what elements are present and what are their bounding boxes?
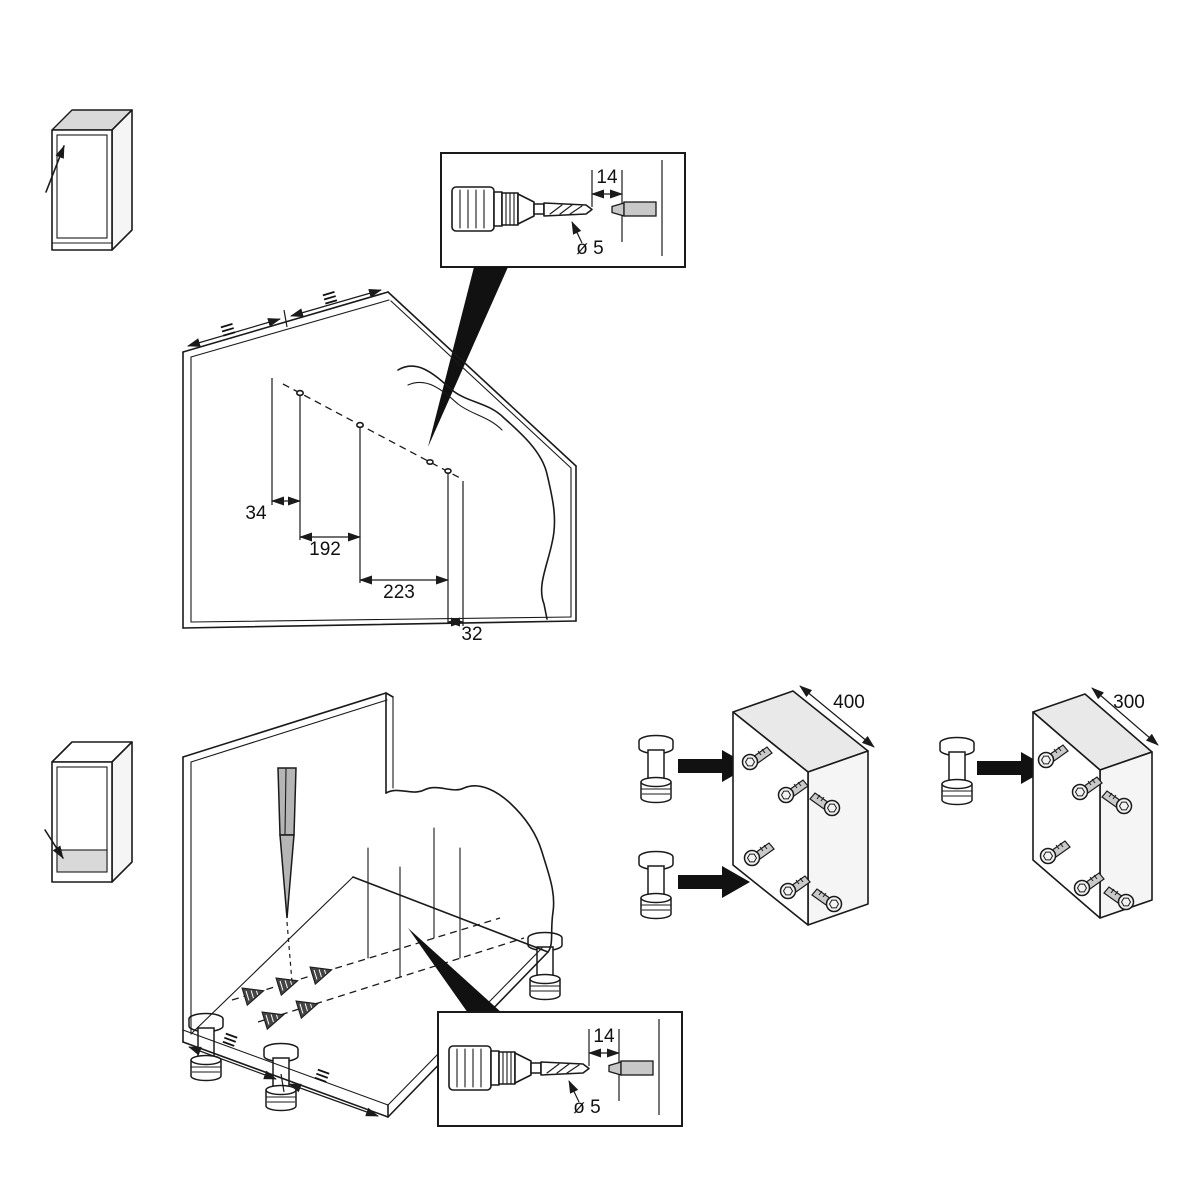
width-dimension-line-400	[799, 685, 875, 748]
drill-depth-callout-top: 14 ø 5	[440, 152, 686, 268]
dimension-label-223: 223	[383, 582, 415, 603]
cabinet-side-face	[111, 109, 133, 251]
depth-dimension-label: 14	[596, 167, 618, 188]
cabinet-bottom-view-drawing: ≡ ≡	[182, 692, 563, 1118]
leg-position-guideline	[231, 917, 501, 1001]
cabinet-top-view-drawing: 34 192 223 32 ≡ ≡	[182, 283, 577, 645]
adjustable-leg-icon	[939, 736, 975, 806]
drill-depth-callout-bottom: 14 ø 5	[437, 1011, 683, 1127]
torn-edge-line	[385, 785, 555, 953]
callout-pointer-bottom-icon	[408, 928, 502, 1013]
leg-position-guideline	[257, 937, 525, 1023]
adjustable-leg-icon	[638, 734, 674, 804]
diameter-label: ø 5	[573, 1097, 600, 1118]
cabinet-interior	[56, 134, 108, 239]
drill-hole	[426, 458, 434, 465]
adjustable-foot-icon	[188, 1012, 224, 1082]
drill-bit-icon	[540, 1061, 590, 1076]
equal-spacing-dimension-line	[290, 289, 382, 317]
bottom-direction-arrow-icon	[44, 829, 64, 859]
drill-hole	[444, 467, 452, 474]
diameter-leader-line	[571, 221, 583, 244]
diameter-label: ø 5	[576, 238, 603, 259]
leg-attachment-diagram-300: 300	[939, 687, 1159, 919]
dimension-label-34: 34	[245, 503, 267, 524]
width-dimension-line-300	[1091, 687, 1159, 746]
top-direction-arrow-icon	[45, 145, 65, 193]
cabinet-bottom-shelf	[56, 849, 108, 873]
diameter-leader-line	[568, 1080, 580, 1103]
bradawl-target-line	[286, 921, 293, 983]
equal-spacing-mark: ≡	[218, 1024, 241, 1055]
equal-spacing-dimension-line	[187, 318, 281, 347]
adjustable-foot-icon	[527, 931, 563, 1001]
torn-edge-inner-line	[407, 381, 503, 431]
drill-icon	[448, 1045, 542, 1091]
callout-pointer-top-icon	[428, 267, 508, 447]
cabinet-side-face	[111, 741, 133, 883]
equal-spacing-dimension-line	[188, 1046, 277, 1080]
drill-hole	[355, 421, 364, 429]
dowel-pin-icon	[608, 1060, 654, 1076]
width-label-400: 400	[833, 692, 865, 713]
equal-spacing-mark: ≡	[319, 283, 341, 314]
cabinet-orientation-icon-top	[45, 109, 133, 251]
cabinet-front-face	[51, 129, 113, 251]
width-label-300: 300	[1113, 692, 1145, 713]
drill-bit-icon	[543, 202, 593, 217]
bradawl-icon	[277, 767, 297, 983]
drill-position-guideline	[282, 383, 461, 479]
depth-dimension-label: 14	[593, 1026, 615, 1047]
leg-attachment-diagram-400: 400	[638, 685, 875, 926]
dimension-label-32: 32	[461, 624, 482, 645]
torn-edge-line	[397, 365, 556, 620]
cabinet-orientation-icon-bottom	[44, 741, 133, 883]
drill-icon	[451, 186, 545, 232]
adjustable-leg-icon	[638, 850, 674, 920]
dowel-pin-icon	[611, 201, 657, 217]
drill-hole	[295, 389, 304, 397]
equal-spacing-dimension-line	[288, 1083, 379, 1117]
equal-spacing-mark: ≡	[310, 1060, 333, 1091]
dimension-label-192: 192	[309, 539, 341, 560]
front-edge-marks	[241, 966, 333, 1031]
